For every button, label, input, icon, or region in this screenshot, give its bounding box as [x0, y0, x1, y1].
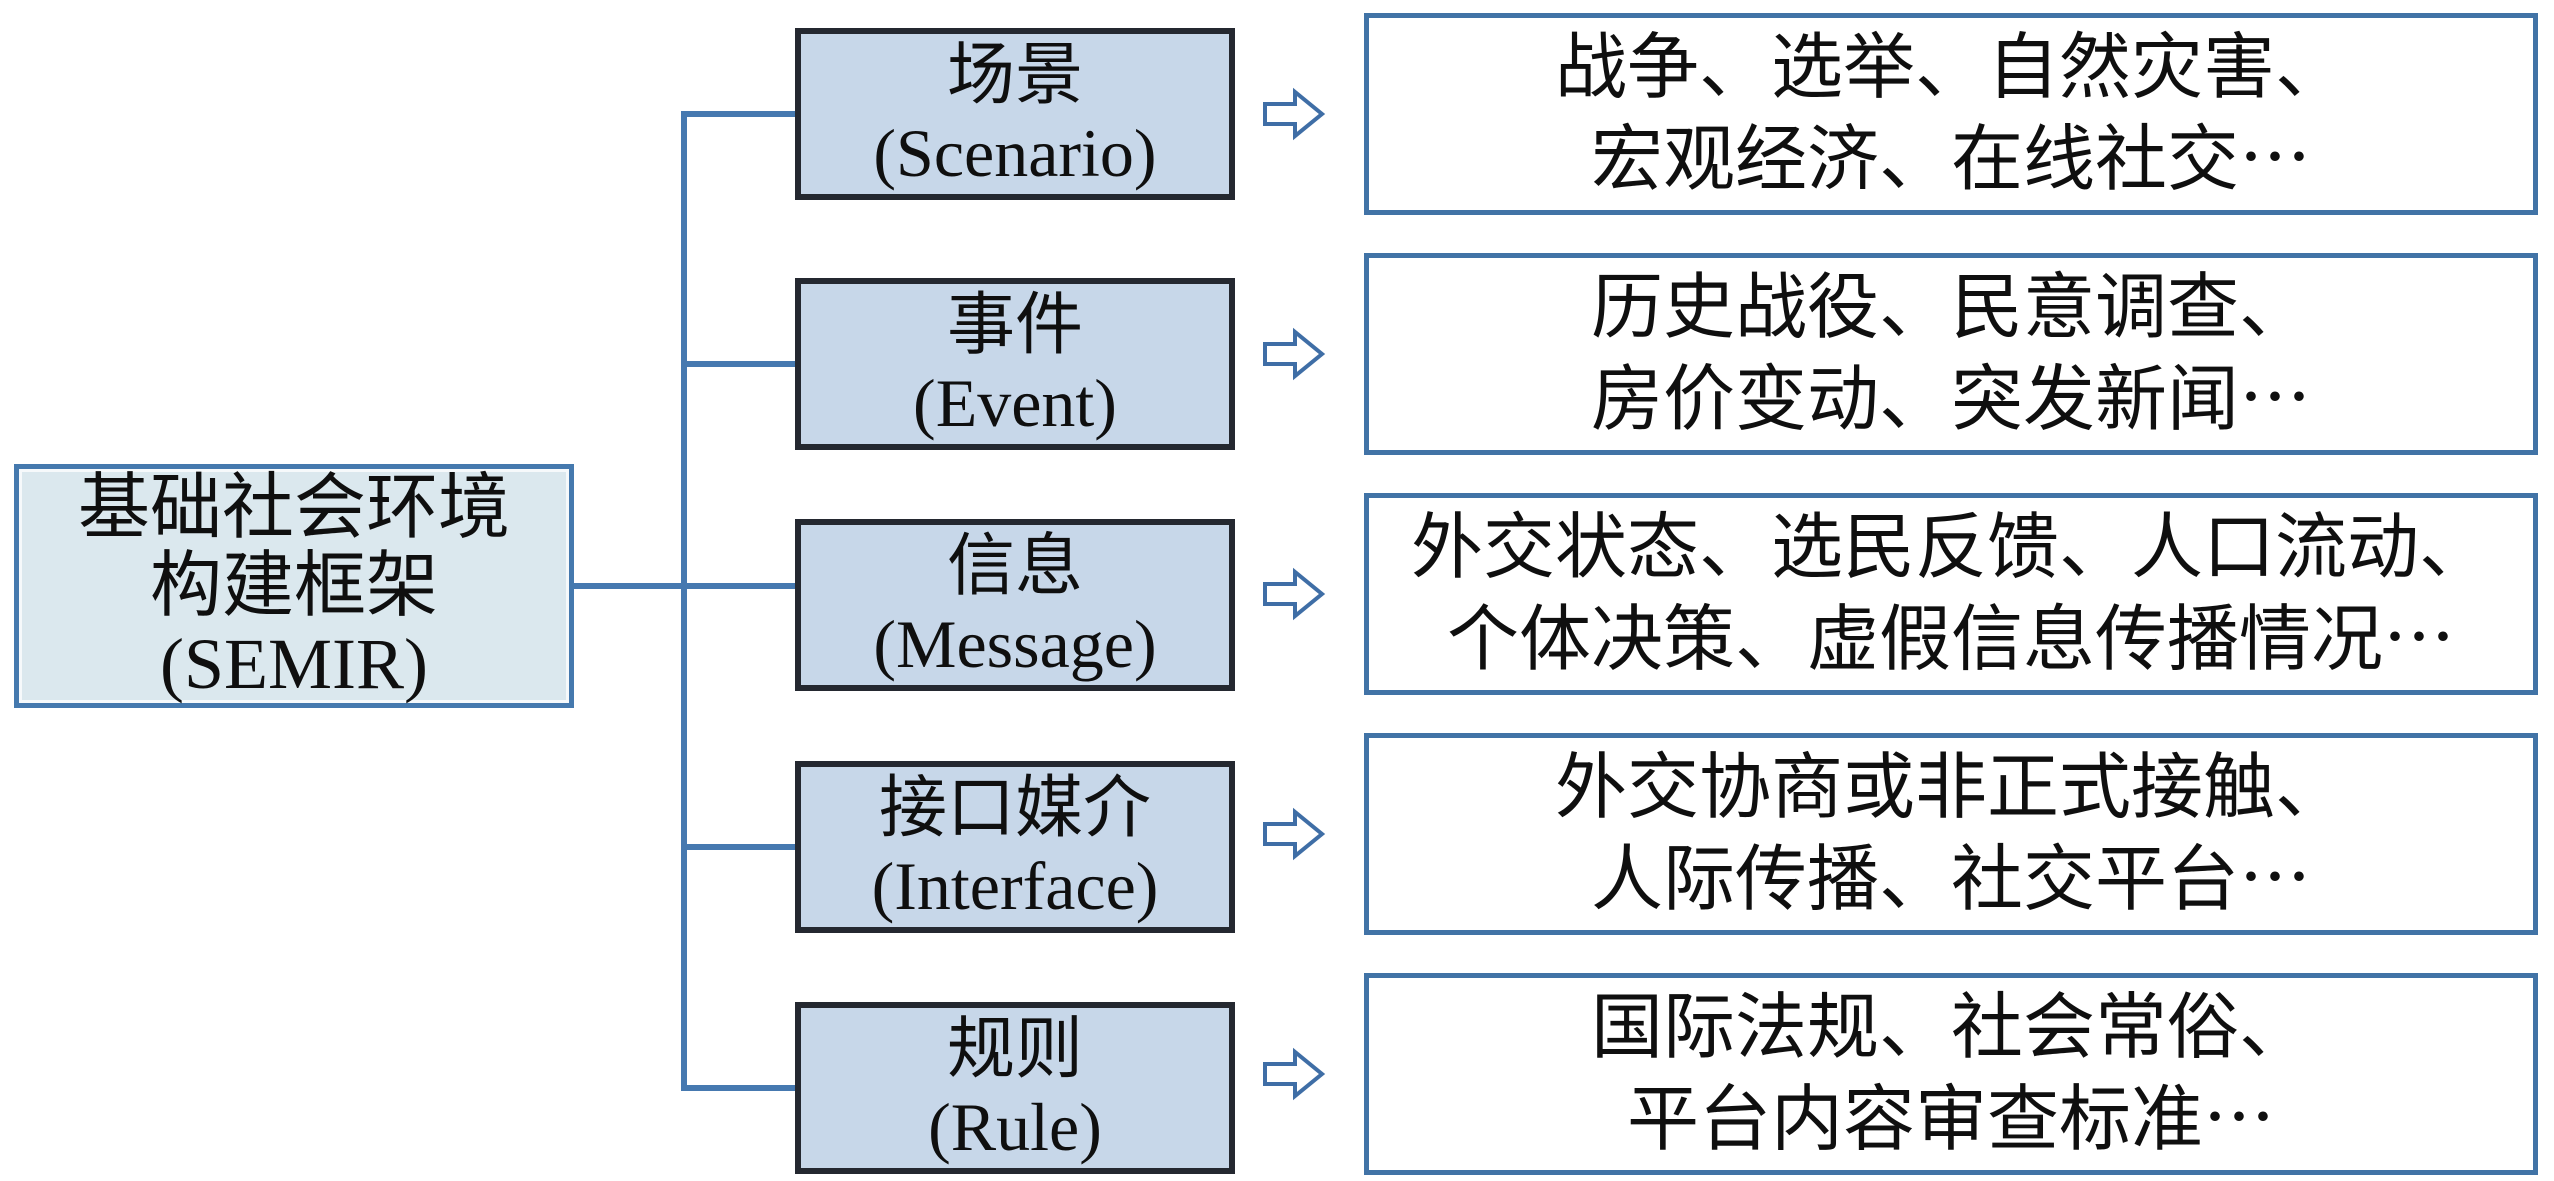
- examples-box-rule: 国际法规、社会常俗、 平台内容审查标准⋯: [1364, 973, 2538, 1175]
- connector-branch-interface: [684, 844, 798, 850]
- connector-trunk: [681, 111, 687, 1091]
- category-label-en: (Event): [913, 365, 1117, 441]
- examples-box-message: 外交状态、选民反馈、人口流动、 个体决策、虚假信息传播情况⋯: [1364, 493, 2538, 695]
- examples-line2: 个体决策、虚假信息传播情况⋯: [1446, 600, 2455, 680]
- right-block-arrow-icon: [1263, 1047, 1326, 1101]
- connector-branch-scenario: [684, 111, 798, 117]
- right-block-arrow-icon: [1263, 87, 1326, 141]
- category-box-rule: 规则 (Rule): [795, 1002, 1235, 1174]
- right-block-arrow-icon: [1263, 327, 1326, 381]
- category-label-en: (Rule): [928, 1089, 1102, 1165]
- right-block-arrow-icon: [1263, 807, 1326, 861]
- examples-line2: 房价变动、突发新闻⋯: [1590, 360, 2311, 440]
- examples-line1: 外交协商或非正式接触、: [1554, 748, 2347, 828]
- examples-line1: 战争、选举、自然灾害、: [1554, 28, 2347, 108]
- category-label-en: (Message): [873, 606, 1157, 682]
- examples-box-interface: 外交协商或非正式接触、 人际传播、社交平台⋯: [1364, 733, 2538, 935]
- category-label-zh: 规则: [946, 1011, 1083, 1087]
- category-label-zh: 接口媒介: [878, 770, 1151, 846]
- examples-line2: 人际传播、社交平台⋯: [1590, 840, 2311, 920]
- right-block-arrow-icon: [1263, 567, 1326, 621]
- examples-line1: 国际法规、社会常俗、: [1590, 988, 2311, 1068]
- category-box-message: 信息 (Message): [795, 519, 1235, 691]
- examples-line1: 历史战役、民意调查、: [1590, 268, 2311, 348]
- root-label-line1: 基础社会环境: [77, 468, 510, 548]
- category-label-zh: 场景: [946, 37, 1083, 113]
- category-box-interface: 接口媒介 (Interface): [795, 761, 1235, 933]
- category-label-zh: 事件: [946, 287, 1083, 363]
- category-box-scenario: 场景 (Scenario): [795, 28, 1235, 200]
- category-box-event: 事件 (Event): [795, 278, 1235, 450]
- root-label-line2: 构建框架: [149, 546, 438, 626]
- examples-line2: 平台内容审查标准⋯: [1626, 1080, 2275, 1160]
- root-box-semir: 基础社会环境 构建框架 (SEMIR): [14, 464, 574, 708]
- root-label-line3: (SEMIR): [160, 624, 428, 704]
- examples-box-scenario: 战争、选举、自然灾害、 宏观经济、在线社交⋯: [1364, 13, 2538, 215]
- examples-line2: 宏观经济、在线社交⋯: [1590, 120, 2311, 200]
- examples-line1: 外交状态、选民反馈、人口流动、: [1410, 508, 2491, 588]
- category-label-en: (Interface): [871, 848, 1159, 924]
- category-label-en: (Scenario): [873, 115, 1157, 191]
- examples-box-event: 历史战役、民意调查、 房价变动、突发新闻⋯: [1364, 253, 2538, 455]
- category-label-zh: 信息: [946, 528, 1083, 604]
- connector-branch-event: [684, 361, 798, 367]
- connector-branch-rule: [684, 1085, 798, 1091]
